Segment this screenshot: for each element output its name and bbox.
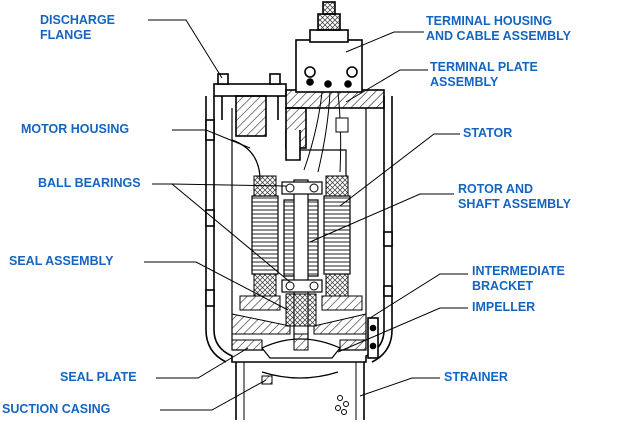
leader-terminal-plate: [345, 69, 428, 103]
label-motor-housing: MOTOR HOUSING: [21, 122, 129, 137]
suction-casing-part: [235, 362, 365, 420]
leader-motor-housing: [172, 129, 251, 149]
leader-impeller: [337, 307, 468, 353]
label-seal-plate: SEAL PLATE: [60, 370, 137, 385]
label-seal-assembly: SEAL ASSEMBLY: [9, 254, 113, 269]
label-suction-casing-line-1: SUCTION CASING: [2, 402, 111, 416]
label-intermediate-bracket-line-2: BRACKET: [472, 279, 534, 293]
leader-stator: [339, 133, 460, 207]
leader-intermediate-bracket: [369, 273, 468, 319]
label-impeller: IMPELLER: [472, 300, 535, 315]
label-ball-bearings: BALL BEARINGS: [38, 176, 141, 191]
label-terminal-housing: TERMINAL HOUSING AND CABLE ASSEMBLY: [426, 14, 571, 44]
label-terminal-housing-line-1: TERMINAL HOUSING: [426, 14, 553, 28]
leader-ball-bearings-2: [171, 183, 291, 283]
label-rotor-shaft-line-2: SHAFT ASSEMBLY: [458, 197, 571, 211]
leader-discharge-flange: [148, 19, 223, 79]
label-intermediate-bracket-line-1: INTERMEDIATE: [472, 264, 565, 278]
leader-terminal-housing: [345, 31, 424, 53]
label-discharge-flange-line-2: FLANGE: [40, 28, 92, 42]
label-ball-bearings-line-1: BALL BEARINGS: [38, 176, 141, 190]
pump-body: [205, 1, 393, 420]
label-impeller-line-1: IMPELLER: [472, 300, 536, 314]
label-rotor-shaft: ROTOR AND SHAFT ASSEMBLY: [458, 182, 571, 212]
label-terminal-plate-line-1: TERMINAL PLATE: [430, 60, 538, 74]
label-rotor-shaft-line-1: ROTOR AND: [458, 182, 533, 196]
label-seal-assembly-line-1: SEAL ASSEMBLY: [9, 254, 114, 268]
stator-part: [251, 195, 279, 275]
label-intermediate-bracket: INTERMEDIATE BRACKET: [472, 264, 565, 294]
leader-seal-assembly: [144, 261, 289, 311]
leader-rotor-shaft: [309, 193, 454, 243]
leader-strainer: [359, 377, 440, 397]
label-terminal-plate: TERMINAL PLATE ASSEMBLY: [430, 60, 538, 90]
label-stator: STATOR: [463, 126, 512, 141]
leader-lines: [144, 19, 468, 411]
label-strainer: STRAINER: [444, 370, 508, 385]
leader-suction-casing: [160, 379, 267, 411]
label-strainer-line-1: STRAINER: [444, 370, 508, 384]
label-stator-line-1: STATOR: [463, 126, 513, 140]
label-motor-housing-line-1: MOTOR HOUSING: [21, 122, 130, 136]
label-seal-plate-line-1: SEAL PLATE: [60, 370, 137, 384]
label-terminal-housing-line-2: AND CABLE ASSEMBLY: [426, 29, 571, 43]
label-suction-casing: SUCTION CASING: [2, 402, 110, 417]
seal-part: [285, 293, 317, 327]
label-discharge-flange: DISCHARGE FLANGE: [40, 13, 115, 43]
label-discharge-flange-line-1: DISCHARGE: [40, 13, 116, 27]
label-terminal-plate-line-2: ASSEMBLY: [430, 75, 499, 89]
leader-seal-plate: [156, 347, 249, 379]
